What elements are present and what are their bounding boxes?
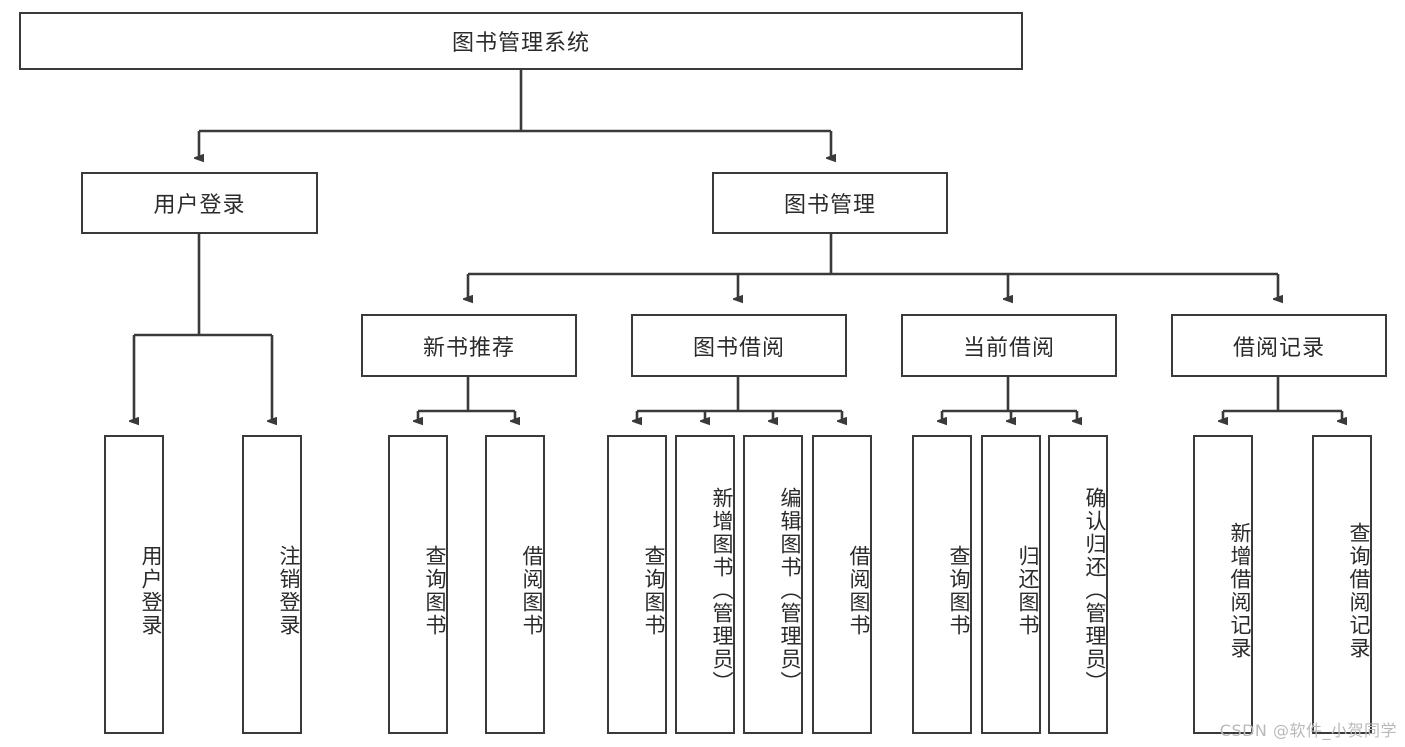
node-root-label: 图书管理系统 — [451, 31, 590, 56]
leaf-label: 确认归还（管理员） — [1083, 487, 1107, 694]
leaf-borrow-borrow-book[interactable]: 借阅图书 — [812, 435, 872, 734]
leaf-label: 借阅图书 — [520, 544, 544, 637]
node-new-book-recommend-label: 新书推荐 — [422, 335, 515, 361]
node-book-borrow[interactable]: 图书借阅 — [631, 314, 847, 377]
node-borrow-record-label: 借阅记录 — [1232, 335, 1325, 361]
node-book-borrow-label: 图书借阅 — [692, 335, 785, 361]
node-current-borrow[interactable]: 当前借阅 — [901, 314, 1117, 377]
leaf-label: 查询图书 — [642, 544, 666, 637]
node-book-management[interactable]: 图书管理 — [712, 172, 948, 234]
node-root[interactable]: 图书管理系统 — [19, 12, 1023, 70]
leaf-current-query-book[interactable]: 查询图书 — [912, 435, 972, 734]
leaf-current-return-book[interactable]: 归还图书 — [981, 435, 1041, 734]
leaf-label: 新增图书（管理员） — [710, 487, 734, 694]
node-book-management-label: 图书管理 — [783, 193, 876, 218]
node-user-login-label: 用户登录 — [153, 193, 246, 218]
node-new-book-recommend[interactable]: 新书推荐 — [361, 314, 577, 377]
node-user-login[interactable]: 用户登录 — [81, 172, 318, 234]
leaf-borrow-query-book[interactable]: 查询图书 — [607, 435, 667, 734]
csdn-watermark: CSDN @软件_小贺同学 — [1219, 721, 1397, 740]
leaf-label: 归还图书 — [1016, 544, 1040, 637]
leaf-borrow-add-book[interactable]: 新增图书（管理员） — [675, 435, 735, 734]
node-borrow-record[interactable]: 借阅记录 — [1171, 314, 1387, 377]
leaf-record-query[interactable]: 查询借阅记录 — [1312, 435, 1372, 734]
leaf-label: 查询图书 — [947, 544, 971, 637]
leaf-label: 用户登录 — [139, 544, 163, 637]
leaf-label: 注销登录 — [277, 544, 301, 637]
leaf-borrow-edit-book[interactable]: 编辑图书（管理员） — [743, 435, 803, 734]
leaf-label: 查询图书 — [423, 544, 447, 637]
leaf-user-login-signout[interactable]: 注销登录 — [242, 435, 302, 734]
leaf-user-login-signin[interactable]: 用户登录 — [104, 435, 164, 734]
leaf-label: 新增借阅记录 — [1228, 521, 1252, 660]
leaf-new-book-query[interactable]: 查询图书 — [388, 435, 448, 734]
leaf-new-book-borrow[interactable]: 借阅图书 — [485, 435, 545, 734]
leaf-record-add[interactable]: 新增借阅记录 — [1193, 435, 1253, 734]
leaf-label: 查询借阅记录 — [1347, 521, 1371, 660]
leaf-label: 借阅图书 — [847, 544, 871, 637]
leaf-label: 编辑图书（管理员） — [778, 487, 802, 694]
leaf-current-confirm-return[interactable]: 确认归还（管理员） — [1048, 435, 1108, 734]
node-current-borrow-label: 当前借阅 — [962, 335, 1055, 361]
